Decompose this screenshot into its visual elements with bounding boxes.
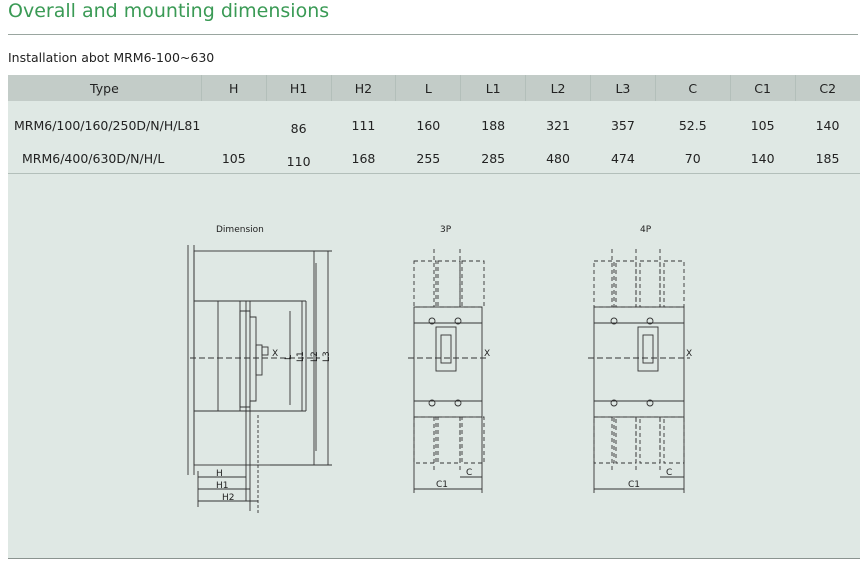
cell-h1: 110 xyxy=(286,153,311,169)
dim-label-h: H xyxy=(216,469,223,479)
4p-label: 4P xyxy=(640,225,652,235)
cell-l: 160 xyxy=(416,117,441,133)
4p-dim-label-c1: C1 xyxy=(628,480,640,490)
dim-label-h1: H1 xyxy=(216,481,229,491)
dimension-drawing: Dimension 3P 4P X L L1 L2 L3 H H1 H2 X C… xyxy=(187,225,692,515)
title-divider xyxy=(8,34,858,35)
side-view xyxy=(187,245,332,515)
4p-front-view xyxy=(588,249,690,493)
dim-label-l3: L3 xyxy=(322,351,332,362)
header-c1: C1 xyxy=(729,75,796,101)
dim-label-x: X xyxy=(272,349,278,359)
bottom-divider xyxy=(8,558,860,559)
4p-dim-label-c: C xyxy=(666,468,672,478)
header-l: L xyxy=(395,75,461,101)
header-c: C xyxy=(654,75,731,101)
side-view-label: Dimension xyxy=(216,225,264,235)
cell-type: MRM6/100/160/250D/N/H/L81 xyxy=(14,117,201,133)
table-row: MRM6/100/160/250D/N/H/L81 86 111 160 188… xyxy=(8,101,860,144)
3p-dim-label-x: X xyxy=(484,349,490,359)
cell-h2: 111 xyxy=(351,117,376,133)
header-l1: L1 xyxy=(460,75,526,101)
header-h2: H2 xyxy=(330,75,396,101)
header-l3: L3 xyxy=(589,75,656,101)
dim-label-l2: L2 xyxy=(310,351,320,362)
dim-label-h2: H2 xyxy=(222,493,235,503)
header-c2: C2 xyxy=(794,75,860,101)
header-h: H xyxy=(200,75,267,101)
table-row: MRM6/400/630D/N/H/L 105 110 168 255 285 … xyxy=(8,144,860,174)
section-subtitle: Installation abot MRM6-100~630 xyxy=(8,50,215,65)
dimensions-table: Type H H1 H2 L L1 L2 L3 C C1 C2 MRM6/100… xyxy=(8,75,860,174)
cell-h2: 168 xyxy=(351,151,376,166)
cell-l3: 357 xyxy=(610,117,635,133)
header-h1: H1 xyxy=(265,75,332,101)
cell-l: 255 xyxy=(416,151,441,166)
cell-c1: 105 xyxy=(750,117,775,133)
cell-c2: 140 xyxy=(815,117,840,133)
dim-label-l: L xyxy=(284,355,294,360)
table-header-row: Type H H1 H2 L L1 L2 L3 C C1 C2 xyxy=(8,75,860,101)
page-title: Overall and mounting dimensions xyxy=(8,0,330,22)
cell-l2: 480 xyxy=(546,151,570,166)
cell-l2: 321 xyxy=(546,117,570,133)
3p-front-view xyxy=(408,249,488,493)
cell-c2: 185 xyxy=(815,151,840,166)
cell-c1: 140 xyxy=(750,151,775,166)
cell-c: 52.5 xyxy=(678,117,707,133)
4p-dim-label-x: X xyxy=(686,349,692,359)
cell-h xyxy=(201,101,266,144)
cell-type: MRM6/400/630D/N/H/L xyxy=(22,151,165,166)
cell-l3: 474 xyxy=(610,151,635,166)
cell-c: 70 xyxy=(684,151,701,166)
cell-l1: 285 xyxy=(481,151,506,166)
cell-h: 105 xyxy=(221,151,246,166)
header-l2: L2 xyxy=(525,75,591,101)
3p-label: 3P xyxy=(440,225,452,235)
dim-label-l1: L1 xyxy=(296,351,306,362)
header-type: Type xyxy=(90,80,119,96)
3p-dim-label-c1: C1 xyxy=(436,480,448,490)
3p-dim-label-c: C xyxy=(466,468,472,478)
cell-h1: 86 xyxy=(290,120,307,136)
diagram-panel xyxy=(8,75,860,559)
cell-l1: 188 xyxy=(481,117,506,133)
